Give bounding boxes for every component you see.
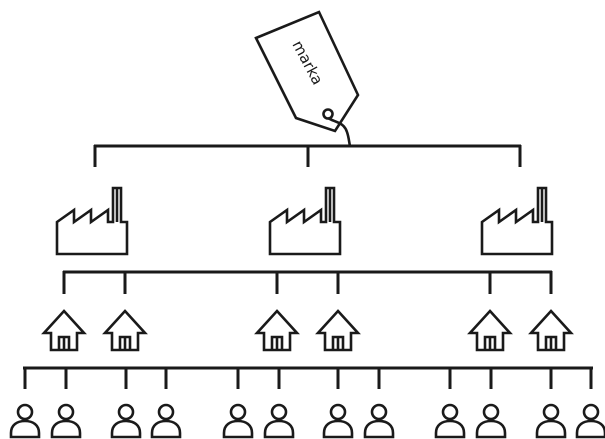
level1-connectors	[93, 144, 522, 167]
person-icon	[363, 403, 395, 439]
house-icon	[467, 309, 513, 352]
person-icon	[222, 403, 254, 439]
price-tag-icon	[254, 10, 360, 133]
stores-row	[41, 309, 574, 352]
factories-row	[55, 186, 554, 256]
tag-string	[327, 116, 352, 147]
factory-icon	[55, 186, 129, 256]
person-icon	[434, 403, 466, 439]
house-icon	[102, 309, 148, 352]
tag-hole	[322, 108, 334, 120]
level3-connectors	[23, 366, 593, 389]
person-icon	[110, 403, 142, 439]
person-icon	[150, 403, 182, 439]
house-icon	[254, 309, 300, 352]
brand-tag: marka	[254, 10, 360, 147]
person-icon	[535, 403, 567, 439]
customers-row	[9, 403, 605, 439]
house-icon	[528, 309, 574, 352]
house-icon	[41, 309, 87, 352]
tag-label: marka	[288, 37, 326, 87]
factory-icon	[268, 186, 342, 256]
person-icon	[322, 403, 354, 439]
house-icon	[315, 309, 361, 352]
person-icon	[575, 403, 605, 439]
factory-icon	[480, 186, 554, 256]
person-icon	[263, 403, 295, 439]
person-icon	[9, 403, 41, 439]
person-icon	[50, 403, 82, 439]
level2-connectors	[62, 270, 553, 294]
person-icon	[475, 403, 507, 439]
